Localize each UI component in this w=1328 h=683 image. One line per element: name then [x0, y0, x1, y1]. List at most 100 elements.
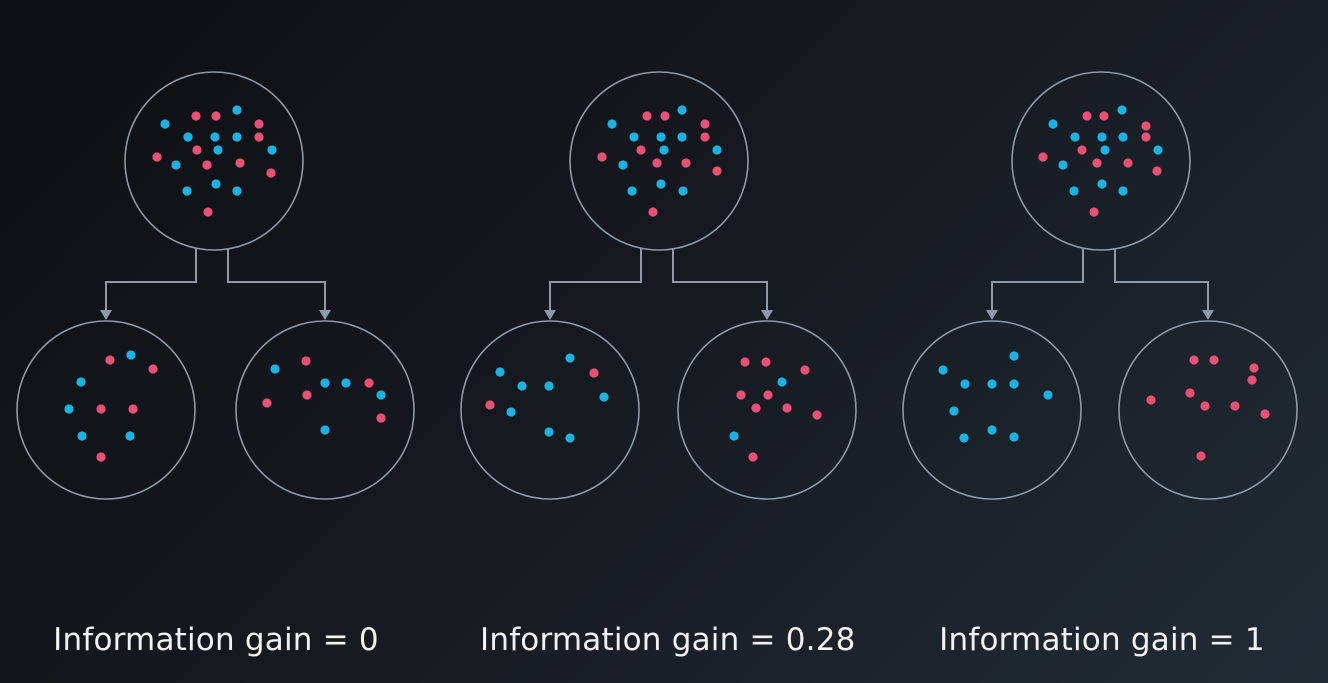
- panel-3-right-child-pink-point: [1196, 451, 1206, 461]
- panel-2-parent-pink-point: [648, 207, 658, 217]
- panel-3-left-child-node: [902, 320, 1082, 500]
- panel-3-parent-pink-point: [1099, 111, 1109, 121]
- panel-3-parent-blue-point: [1070, 132, 1080, 142]
- panel-3-left-child-blue-point: [987, 379, 997, 389]
- panel-2-parent-pink-point: [681, 158, 691, 168]
- panel-3-left-child-blue-point: [960, 379, 970, 389]
- panel-3-parent-blue-point: [1117, 105, 1127, 115]
- panel-2-right-arrowhead: [761, 310, 773, 320]
- panel-3-parent-pink-point: [1123, 158, 1133, 168]
- panel-2-parent-blue-point: [656, 132, 666, 142]
- panel-1-parent-blue-point: [267, 145, 277, 155]
- panel-1-parent-pink-point: [254, 119, 264, 129]
- panel-2-parent-blue-point: [656, 179, 666, 189]
- panel-2-right-child-pink-point: [736, 390, 746, 400]
- panel-1-parent-pink-point: [203, 207, 213, 217]
- panel-1-parent-blue-point: [211, 179, 221, 189]
- panel-3-parent-blue-point: [1118, 186, 1128, 196]
- panel-2-parent-pink-point: [652, 158, 662, 168]
- panel-2-parent-blue-point: [659, 145, 669, 155]
- panel-3-left-child-blue-point: [938, 365, 948, 375]
- panel-3-parent-pink-point: [1141, 132, 1151, 142]
- panel-3-right-child-pink-point: [1189, 355, 1199, 365]
- panel-3-parent-node: [1011, 71, 1191, 251]
- panel-1-left-child-blue-point: [76, 377, 86, 387]
- panel-3-parent-blue-point: [1069, 186, 1079, 196]
- panel-1-parent-pink-point: [235, 158, 245, 168]
- panel-3-right-child-pink-point: [1249, 363, 1259, 373]
- panel-3-parent-blue-point: [1118, 132, 1128, 142]
- caption-panel-3: Information gain = 1: [939, 622, 1265, 658]
- panel-3-parent-blue-point: [1097, 132, 1107, 142]
- panel-2-left-child-blue-point: [544, 427, 554, 437]
- panel-1-parent-pink-point: [266, 168, 276, 178]
- panel-2-left-child-node: [460, 320, 640, 500]
- panel-2-parent-blue-point: [607, 119, 617, 129]
- panel-1-right-child-blue-point: [376, 390, 386, 400]
- panel-2-right-child-blue-point: [777, 377, 787, 387]
- panel-2-left-child-blue-point: [544, 381, 554, 391]
- panel-3-left-arrowhead: [986, 310, 998, 320]
- panel-3-right-child-pink-point: [1260, 409, 1270, 419]
- panel-1-parent-blue-point: [232, 105, 242, 115]
- panel-2-left-child-blue-point: [495, 367, 505, 377]
- panel-3-parent-pink-point: [1082, 111, 1092, 121]
- panel-1-left-child-node: [16, 320, 196, 500]
- panel-3-parent-blue-point: [1100, 145, 1110, 155]
- panel-3-left-child-blue-point: [959, 433, 969, 443]
- panel-3-left-child-blue-point: [949, 406, 959, 416]
- panel-1-right-arrowhead: [319, 310, 331, 320]
- panel-3-left-child-blue-point: [1009, 379, 1019, 389]
- panel-2-right-child-pink-point: [761, 357, 771, 367]
- panel-2-right-child-pink-point: [800, 365, 810, 375]
- panel-1-parent-blue-point: [183, 132, 193, 142]
- panel-2-left-child-blue-point: [565, 353, 575, 363]
- panel-1-left-child-blue-point: [64, 404, 74, 414]
- panel-1-right-child-pink-point: [302, 390, 312, 400]
- panel-2-parent-pink-point: [642, 111, 652, 121]
- panel-3-parent-pink-point: [1038, 152, 1048, 162]
- panel-1-right-child-pink-point: [364, 378, 374, 388]
- panel-2-parent-blue-point: [629, 132, 639, 142]
- caption-panel-2: Information gain = 0.28: [480, 622, 856, 658]
- panel-3-parent-pink-point: [1141, 121, 1151, 131]
- panel-2-right-child-pink-point: [812, 410, 822, 420]
- panel-1-left-child-blue-point: [126, 350, 136, 360]
- panel-1-left-child-pink-point: [148, 364, 158, 374]
- panel-2-right-child-pink-point: [751, 403, 761, 413]
- panel-2-right-child-pink-point: [740, 357, 750, 367]
- panel-2-parent-blue-point: [677, 105, 687, 115]
- panel-2-parent-pink-point: [660, 111, 670, 121]
- panel-1-parent-pink-point: [211, 111, 221, 121]
- panel-1-left-child-pink-point: [128, 404, 138, 414]
- panel-1-right-child-node: [235, 320, 415, 500]
- panel-3-left-child-blue-point: [1009, 432, 1019, 442]
- panel-3-parent-blue-point: [1097, 179, 1107, 189]
- panel-1-parent-blue-point: [210, 132, 220, 142]
- panel-1-left-child-pink-point: [96, 452, 106, 462]
- panel-1-right-branch-arrow: [227, 248, 326, 311]
- panel-1-right-child-pink-point: [376, 413, 386, 423]
- panel-2-parent-pink-point: [712, 166, 722, 176]
- panel-1-right-child-blue-point: [320, 378, 330, 388]
- panel-3-left-branch-arrow: [991, 248, 1084, 311]
- panel-1-parent-blue-point: [232, 186, 242, 196]
- panel-1-right-child-blue-point: [341, 378, 351, 388]
- panel-2-right-child-node: [677, 320, 857, 500]
- panel-2-right-child-pink-point: [782, 403, 792, 413]
- panel-3-parent-pink-point: [1077, 145, 1087, 155]
- panel-3-left-child-blue-point: [1009, 351, 1019, 361]
- panel-2-right-child-pink-point: [748, 452, 758, 462]
- panel-2-left-arrowhead: [544, 310, 556, 320]
- panel-2-left-child-pink-point: [485, 400, 495, 410]
- panel-3-right-child-node: [1118, 320, 1298, 500]
- panel-3-parent-blue-point: [1048, 119, 1058, 129]
- panel-3-right-child-pink-point: [1146, 395, 1156, 405]
- panel-3-parent-pink-point: [1152, 166, 1162, 176]
- panel-1-parent-pink-point: [202, 160, 212, 170]
- panel-2-left-child-blue-point: [517, 381, 527, 391]
- panel-1-right-child-pink-point: [262, 398, 272, 408]
- panel-3-right-branch-arrow: [1114, 248, 1209, 311]
- panel-3-right-child-pink-point: [1200, 401, 1210, 411]
